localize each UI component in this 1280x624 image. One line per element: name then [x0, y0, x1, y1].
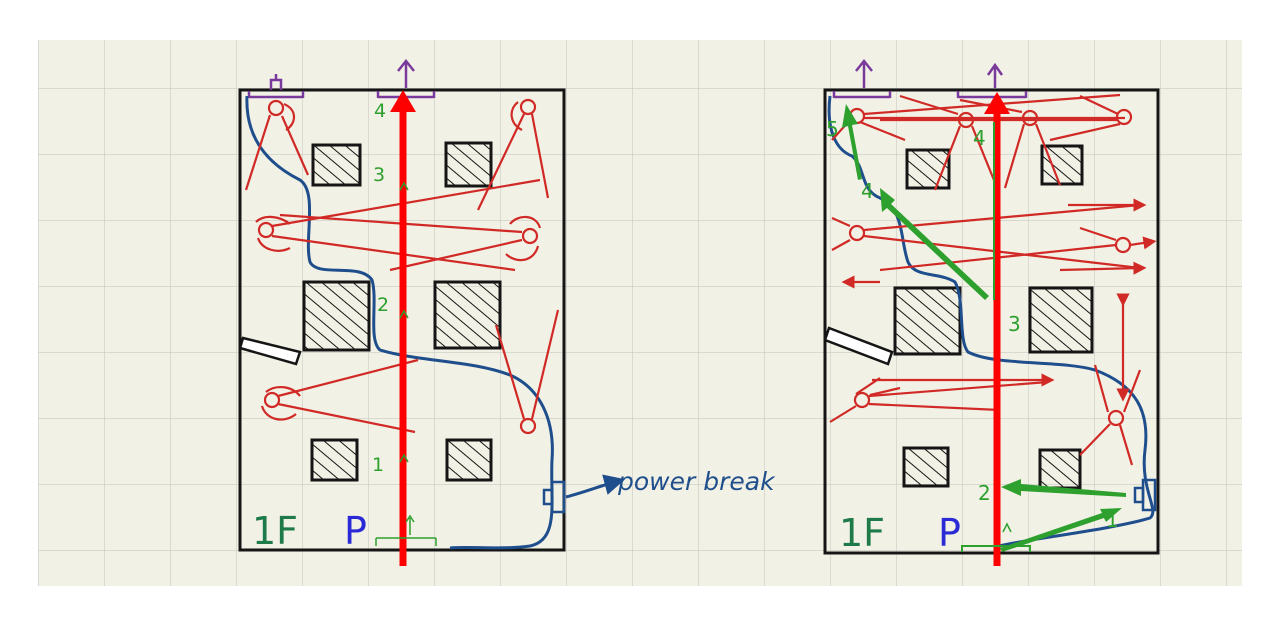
camera-icon — [521, 227, 539, 245]
floor-label: 1F — [252, 509, 298, 553]
entrance-label: P — [344, 509, 367, 553]
camera-icon — [257, 221, 275, 239]
vector-arrow — [842, 104, 862, 180]
column — [1028, 286, 1094, 354]
step-label: 1 — [372, 454, 384, 476]
step-label: 2 — [978, 481, 991, 505]
step-label: 5 — [826, 117, 839, 141]
step-label: 3 — [1008, 312, 1021, 336]
camera-icon — [519, 417, 537, 435]
bench — [238, 336, 302, 366]
column — [444, 141, 493, 188]
right-columns — [893, 144, 1094, 490]
left-floor-plan: power break — [238, 58, 776, 566]
camera-icon — [263, 391, 281, 409]
power-break-label: power break — [617, 467, 776, 496]
camera-icon — [1115, 108, 1133, 126]
right-floor-plan: 1 2 3 4 5 4 1F P — [823, 58, 1160, 566]
camera-icon — [1021, 109, 1039, 127]
step-label: 3 — [373, 164, 385, 186]
left-step-labels: 1 2 3 4 — [372, 100, 389, 476]
cable-route — [827, 95, 1155, 548]
floor-label: 1F — [839, 511, 885, 555]
step-label: 2 — [377, 294, 389, 316]
column — [902, 446, 950, 488]
step-label: 4 — [374, 100, 386, 122]
cable-route — [245, 95, 554, 550]
right-exits — [832, 58, 1028, 99]
entrance-label: P — [938, 511, 961, 555]
camera-icon — [267, 99, 285, 117]
main-route-arrowhead — [984, 92, 1010, 114]
vector-arrow — [880, 188, 989, 300]
right-outer-wall — [823, 88, 1160, 555]
column — [302, 280, 371, 352]
right-step-labels: 1 2 3 4 5 4 — [826, 117, 1119, 532]
camera-icon — [1107, 409, 1125, 427]
right-evacuation-vectors — [842, 104, 1126, 552]
step-label: 4 — [973, 126, 986, 150]
left-step-ticks — [375, 181, 437, 546]
column — [433, 280, 502, 350]
main-route-arrowhead — [390, 90, 416, 112]
column — [1038, 448, 1082, 490]
column — [445, 438, 493, 482]
camera-icon — [853, 391, 871, 409]
camera-icon — [519, 98, 537, 116]
left-columns — [302, 141, 502, 482]
right-cameras — [829, 93, 1150, 466]
bench — [823, 326, 894, 366]
column — [1040, 144, 1084, 186]
power-break-box — [542, 480, 566, 514]
column — [311, 143, 362, 187]
vector-arrow — [1001, 479, 1126, 497]
power-break-box — [1133, 478, 1157, 512]
column — [893, 286, 962, 356]
step-label: 4 — [861, 179, 874, 203]
column — [310, 438, 359, 482]
camera-icon — [848, 224, 866, 242]
vector-arrow — [1000, 508, 1122, 552]
step-label: 1 — [1106, 508, 1119, 532]
power-break-arrow — [565, 474, 626, 499]
column — [905, 148, 951, 190]
